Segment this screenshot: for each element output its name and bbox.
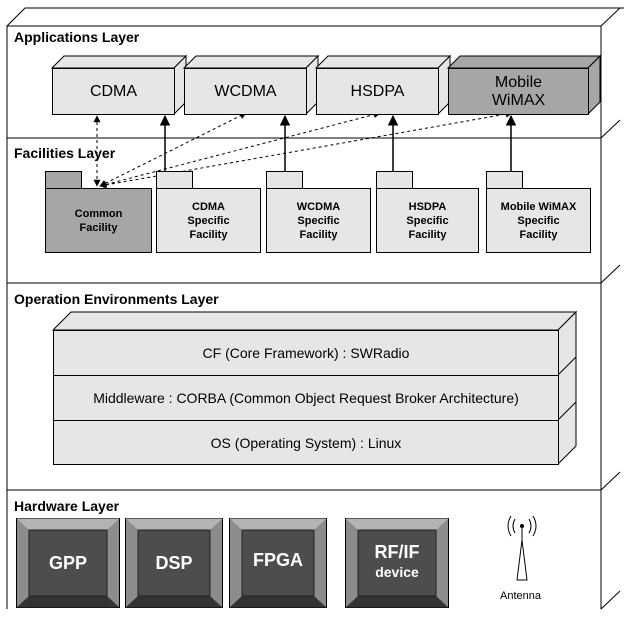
chip-fpga: FPGA [229,518,327,608]
os-row: OS (Operating System) : Linux [53,420,559,465]
app-wimax-label-line1: Mobile [494,73,543,91]
cdma-specific-facility: CDMA Specific Facility [156,188,261,253]
cdma-facility-line1: CDMA [192,200,225,213]
hsdpa-specific-facility: HSDPA Specific Facility [376,188,479,253]
chip-gpp-label: GPP [48,553,87,573]
cdma-facility-tab [156,171,193,189]
chip-rf-if-label-sub: device [375,564,419,580]
wcdma-facility-line2: Specific [297,214,340,227]
core-framework-label: CF (Core Framework) : SWRadio [202,345,410,361]
app-hsdpa: HSDPA [316,68,439,115]
wimax-facility-tab [486,171,523,189]
chip-rf-if-shape [345,518,449,608]
app-wimax-label-line2: WiMAX [491,91,546,109]
operation-layer-title: Operation Environments Layer [14,291,219,307]
app-wcdma: WCDMA [184,68,307,115]
hsdpa-facility-line3: Facility [408,228,447,241]
wimax-facility-line3: Facility [519,228,558,241]
middleware-row: Middleware : CORBA (Common Object Reques… [53,375,559,421]
common-facility-tab [45,171,82,189]
wimax-facility-line1: Mobile WiMAX [500,200,577,213]
chip-gpp-shape [16,518,120,608]
cdma-facility-line2: Specific [187,214,230,227]
app-cdma: CDMA [52,68,175,115]
app-cdma-label: CDMA [89,82,138,100]
antenna-label: Antenna [500,590,541,602]
chip-rf-if-label-main: RF/IF [374,542,420,562]
chip-gpp: GPP [16,518,120,608]
chip-rf-if: RF/IF device [345,518,449,608]
chip-fpga-shape [229,518,327,608]
hsdpa-facility-line2: Specific [406,214,449,227]
common-facility-line1: Common [74,207,123,220]
wimax-facility-line2: Specific [517,214,560,227]
chip-rf-if-label: RF/IF device [345,542,449,582]
cdma-facility-line3: Facility [189,228,228,241]
mobile-wimax-specific-facility: Mobile WiMAX Specific Facility [486,188,591,253]
hardware-layer-title: Hardware Layer [14,498,120,514]
app-hsdpa-label: HSDPA [350,82,405,100]
chip-dsp: DSP [125,518,223,608]
antenna-icon [505,510,539,582]
wcdma-facility-line1: WCDMA [296,200,341,213]
wcdma-specific-facility: WCDMA Specific Facility [266,188,371,253]
core-framework-row: CF (Core Framework) : SWRadio [53,330,559,376]
app-wcdma-label: WCDMA [214,82,277,100]
wcdma-facility-tab [266,171,303,189]
applications-layer-title: Applications Layer [14,29,140,45]
common-facility-line2: Facility [79,221,118,234]
app-mobile-wimax: Mobile WiMAX [448,68,589,115]
facilities-layer-title: Facilities Layer [14,145,116,161]
chip-dsp-shape [125,518,223,608]
hsdpa-facility-line1: HSDPA [408,200,447,213]
common-facility: Common Facility [45,188,152,253]
middleware-label: Middleware : CORBA (Common Object Reques… [93,390,519,406]
chip-dsp-label: DSP [155,553,193,573]
hsdpa-facility-tab [376,171,413,189]
os-label: OS (Operating System) : Linux [210,434,402,451]
wcdma-facility-line3: Facility [299,228,338,241]
chip-fpga-label: FPGA [252,550,303,570]
